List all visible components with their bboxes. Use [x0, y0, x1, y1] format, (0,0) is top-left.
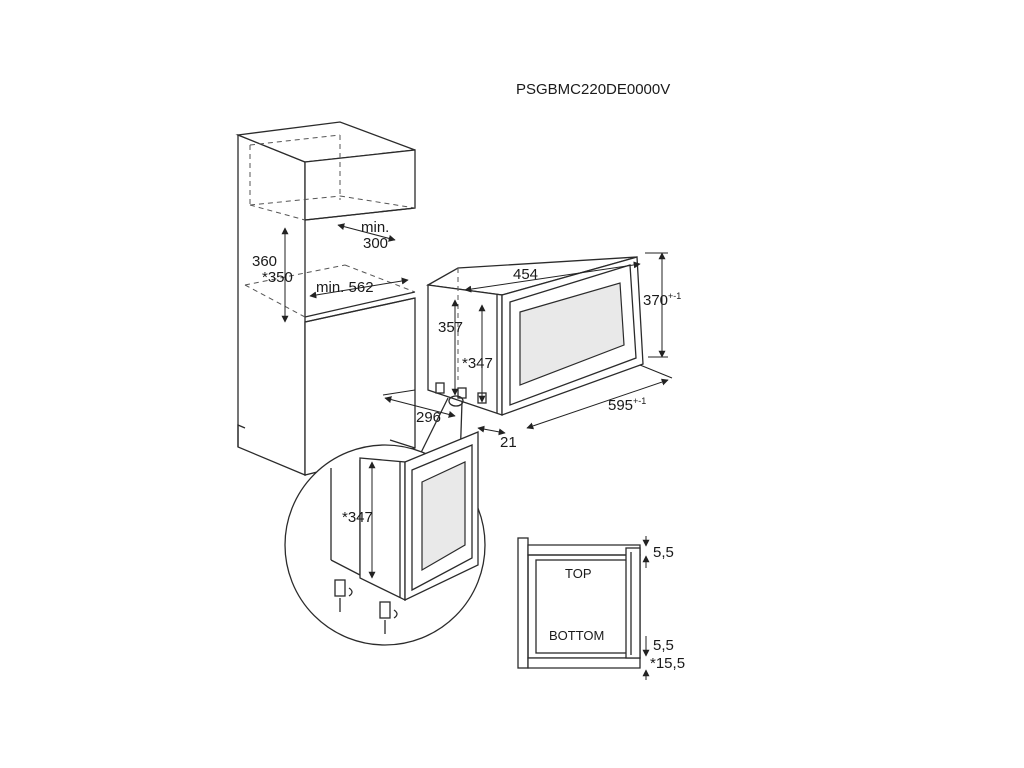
mount-bottom-label: BOTTOM	[549, 628, 604, 643]
mount-gap-bottom: 5,5	[653, 637, 674, 654]
appliance-height: 370+-1	[643, 291, 681, 309]
appliance-depth: 454	[513, 266, 538, 283]
mount-gap-bottom-alt: *15,5	[650, 655, 685, 672]
appliance-offset-296: 296	[416, 409, 441, 426]
appliance-body-height: 357	[438, 319, 463, 336]
cabinet	[235, 121, 416, 476]
appliance-width: 595+-1	[608, 396, 646, 414]
mount-top-label: TOP	[565, 566, 592, 581]
mount-front-view: TOP BOTTOM 5,5 5,5 *15,5	[517, 536, 685, 680]
cabinet-min-depth: 300	[363, 235, 388, 252]
cabinet-height-b: *350	[262, 269, 293, 286]
cabinet-min-width: min. 562	[316, 279, 374, 296]
cabinet-min-label: min.	[361, 219, 389, 236]
cabinet-height-a: 360	[252, 253, 277, 270]
appliance-dimensions: 454 370+-1 357 *347 595+-1 296 21	[382, 252, 681, 451]
mount-gap-top: 5,5	[653, 544, 674, 561]
appliance-body-height-alt: *347	[462, 355, 493, 372]
cabinet-dimensions: min. 300 360 *350 min. 562	[252, 219, 409, 323]
detail-height-alt: *347	[342, 509, 373, 526]
appliance-offset-21: 21	[500, 434, 517, 451]
detail-magnifier: *347	[284, 395, 486, 646]
model-code: PSGBMC220DE0000V	[516, 81, 670, 98]
